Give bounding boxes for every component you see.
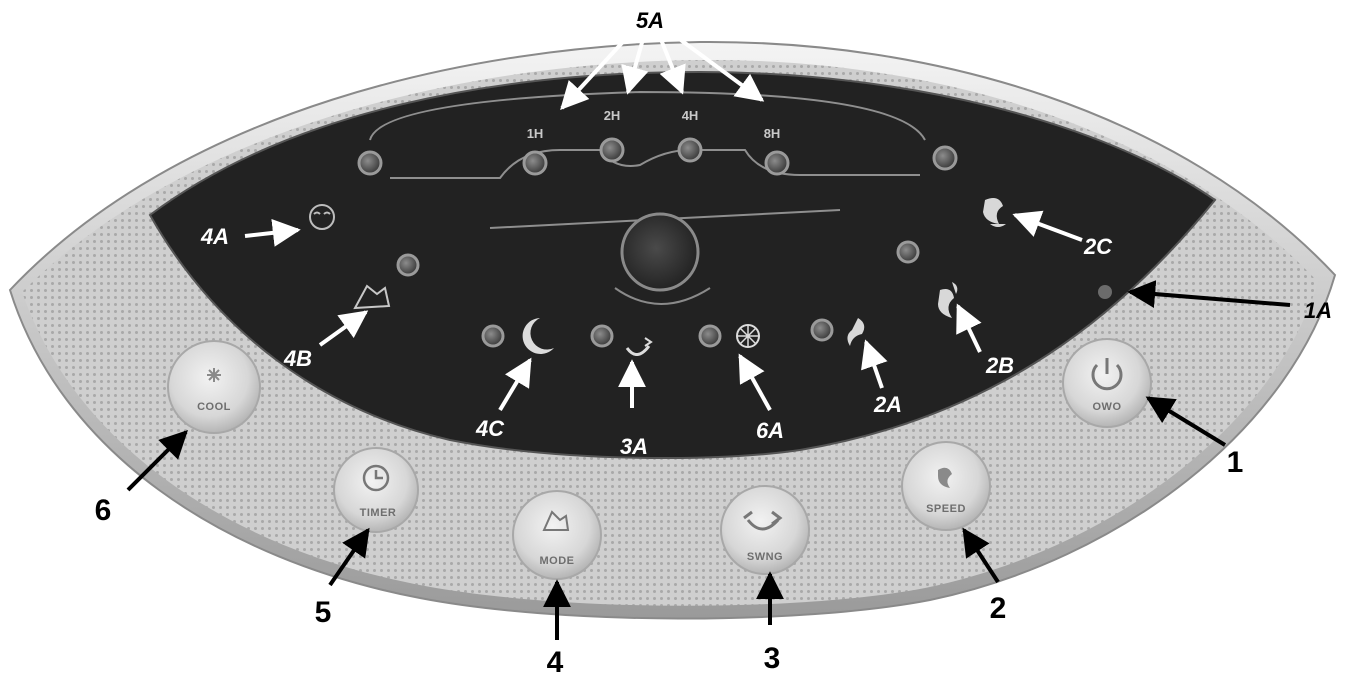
speed-fan-icon: [938, 467, 952, 488]
callout-5a: 5A: [636, 8, 664, 33]
callout-1a: 1A: [1304, 298, 1332, 323]
swing-button-label: SWNG: [747, 551, 783, 563]
center-display-ring: [620, 212, 700, 292]
timer-label-2h: 2H: [604, 108, 621, 123]
callout-2a: 2A: [873, 392, 902, 417]
timer-led-8h: [764, 150, 790, 176]
power-led: [1098, 285, 1112, 299]
callout-3a: 3A: [620, 434, 648, 459]
swing-icon: [625, 337, 653, 356]
fan-high-icon: [983, 198, 1006, 227]
timer-button[interactable]: TIMER: [333, 447, 419, 533]
label-3: 3: [764, 642, 781, 675]
callout-4c: 4C: [475, 416, 505, 441]
swing-arrows-icon: [743, 510, 783, 531]
mode-led-cool: [698, 324, 722, 348]
clock-icon: [362, 464, 390, 492]
power-button-label: OWO: [1093, 401, 1122, 413]
smiley-icon: [309, 204, 335, 230]
cool-button[interactable]: COOL: [167, 340, 261, 434]
center-display-arc: [614, 287, 711, 305]
label-6: 6: [95, 494, 112, 527]
wind-icon: [353, 284, 391, 310]
mode-led-speed-high: [896, 240, 920, 264]
fan-low-icon: [847, 318, 865, 346]
label-4: 4: [547, 646, 564, 677]
timer-label-8h: 8H: [764, 126, 781, 141]
callout-2b: 2B: [985, 353, 1014, 378]
timer-led-2h: [599, 137, 625, 163]
power-icon: [1091, 358, 1123, 391]
mode-led-fan-only: [396, 253, 420, 277]
moon-icon: [522, 318, 554, 354]
timer-label-4h: 4H: [682, 108, 699, 123]
mode-leds: [396, 240, 1112, 348]
callout-4b: 4B: [283, 346, 312, 371]
fan-medium-icon: [938, 282, 958, 318]
mode-button-label: MODE: [540, 555, 575, 567]
label-2: 2: [990, 592, 1007, 625]
speed-button[interactable]: SPEED: [901, 441, 991, 531]
callout-6a: 6A: [756, 418, 784, 443]
cool-snowflake-icon: [207, 368, 221, 382]
swing-button[interactable]: SWNG: [720, 485, 810, 575]
timer-led-4h: [677, 137, 703, 163]
cool-button-label: COOL: [197, 401, 231, 413]
mode-button[interactable]: MODE: [512, 490, 602, 580]
callout-4a: 4A: [200, 224, 229, 249]
callout-arrows-black: [126, 280, 1291, 640]
mode-led-sleep: [481, 324, 505, 348]
snowflake-icon: [736, 324, 760, 348]
callout-2c: 2C: [1083, 234, 1113, 259]
timer-led-1h: [522, 150, 548, 176]
mode-led-swing: [590, 324, 614, 348]
mode-led-speed-low: [810, 318, 834, 342]
timer-leds: [357, 137, 958, 176]
label-5: 5: [315, 596, 332, 629]
callout-arrows-white: [244, 30, 1083, 412]
label-1: 1: [1227, 446, 1244, 479]
timer-led-left: [357, 150, 383, 176]
speed-button-label: SPEED: [926, 503, 966, 515]
power-button[interactable]: OWO: [1062, 338, 1152, 428]
timer-led-right: [932, 145, 958, 171]
timer-button-label: TIMER: [360, 507, 397, 519]
timer-label-1h: 1H: [527, 126, 544, 141]
mode-wind-icon: [542, 510, 570, 531]
